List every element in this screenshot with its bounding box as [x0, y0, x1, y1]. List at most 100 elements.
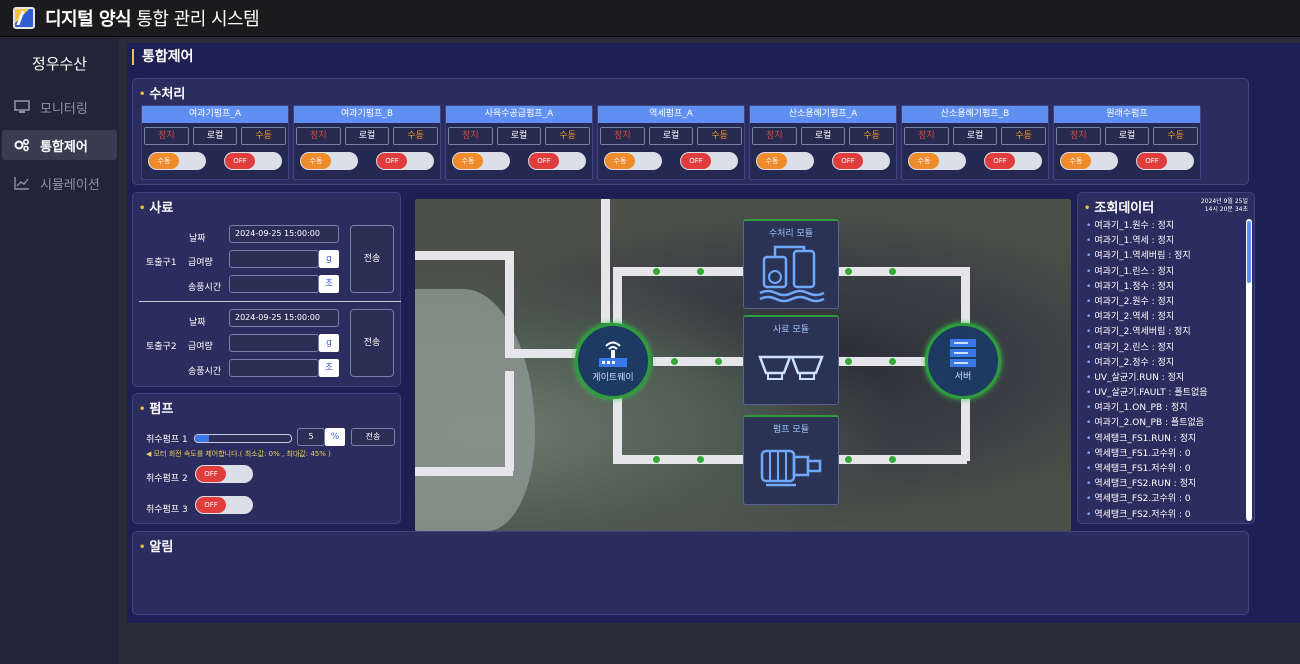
manual-toggle[interactable]: 수동 — [452, 152, 510, 170]
query-data-panel: 조회데이터 2024년 9월 25일 14시 20분 34초 여과기_1.원수 … — [1077, 192, 1255, 524]
flow-dot — [715, 358, 722, 365]
manual-button[interactable]: 수동 — [1001, 127, 1047, 145]
server-node[interactable]: 서버 — [925, 323, 1001, 399]
outlet2-time-field[interactable] — [229, 359, 319, 377]
manual-toggle[interactable]: 수동 — [604, 152, 662, 170]
gateway-node[interactable]: 게이트웨이 — [575, 323, 651, 399]
flow-dot — [889, 456, 896, 463]
manual-button[interactable]: 수동 — [697, 127, 743, 145]
local-button[interactable]: 로컬 — [648, 127, 694, 145]
sidebar-item-integrated-control[interactable]: 통합제어 — [2, 130, 117, 160]
stop-button[interactable]: 정지 — [1056, 127, 1101, 145]
power-toggle[interactable]: OFF — [528, 152, 586, 170]
query-data-item: 여과기_1.역세 : 정지 — [1086, 234, 1252, 249]
pump-module[interactable]: 펌프 모듈 — [743, 415, 839, 505]
pump-name: 산소용해기펌프_B — [902, 106, 1048, 123]
amount-label: 급여량 — [188, 342, 213, 352]
stop-button[interactable]: 정지 — [904, 127, 949, 145]
query-data-item: 여과기_1.정수 : 정지 — [1086, 280, 1252, 295]
scrollbar-thumb[interactable] — [1247, 221, 1251, 283]
sidebar-item-simulation[interactable]: 시뮬레이션 — [2, 168, 117, 198]
local-button[interactable]: 로컬 — [1104, 127, 1150, 145]
manual-button[interactable]: 수동 — [241, 127, 287, 145]
query-data-item: 역세탱크_FS1.RUN : 정지 — [1086, 432, 1252, 447]
pump-toggles: 수동 OFF — [294, 149, 440, 170]
manual-toggle[interactable]: 수동 — [908, 152, 966, 170]
query-data-item: 여과기_1.린스 : 정지 — [1086, 265, 1252, 280]
gears-icon — [14, 138, 30, 152]
manual-toggle[interactable]: 수동 — [148, 152, 206, 170]
toggle-knob: OFF — [833, 153, 863, 169]
stop-button[interactable]: 정지 — [752, 127, 797, 145]
sidebar: 정우수산 모니터링 통합제어 시뮬레이션 — [0, 37, 119, 664]
outlet2-send-button[interactable]: 전송 — [350, 309, 394, 377]
alarm-title: 알림 — [139, 536, 173, 555]
stop-button[interactable]: 정지 — [448, 127, 493, 145]
intake-pump-3-label: 취수펌프 3 — [146, 505, 188, 515]
feed-module[interactable]: 사료 모듈 — [743, 315, 839, 405]
power-toggle[interactable]: OFF — [984, 152, 1042, 170]
local-button[interactable]: 로컬 — [192, 127, 238, 145]
stop-button[interactable]: 정지 — [600, 127, 645, 145]
toggle-knob: OFF — [1137, 153, 1167, 169]
sidebar-item-monitoring[interactable]: 모니터링 — [2, 92, 117, 122]
outlet2-amount-field[interactable] — [229, 334, 319, 352]
local-button[interactable]: 로컬 — [344, 127, 390, 145]
toggle-knob: OFF — [681, 153, 711, 169]
toggle-knob: OFF — [529, 153, 559, 169]
intake-pump-1-label: 취수펌프 1 — [146, 435, 188, 445]
time-label: 송풍시간 — [188, 367, 222, 377]
power-toggle[interactable]: OFF — [832, 152, 890, 170]
power-toggle[interactable]: OFF — [680, 152, 738, 170]
sidebar-item-label: 시뮬레이션 — [40, 177, 100, 193]
water-module-label: 수처리 모듈 — [768, 229, 814, 239]
outlet1-time-field[interactable] — [229, 275, 319, 293]
outlet1-date-field[interactable]: 2024-09-25 15:00:00 — [229, 225, 339, 243]
stop-button[interactable]: 정지 — [144, 127, 189, 145]
pump-toggles: 수동 OFF — [446, 149, 592, 170]
query-data-item: 역세탱크_FS2.고수위 : 0 — [1086, 492, 1252, 507]
manual-toggle[interactable]: 수동 — [756, 152, 814, 170]
intake-pump-1-send-button[interactable]: 전송 — [351, 428, 395, 446]
toggle-knob: OFF — [196, 497, 226, 513]
pipe — [961, 391, 970, 461]
stop-button[interactable]: 정지 — [296, 127, 341, 145]
app-logo-icon — [13, 7, 35, 29]
power-toggle[interactable]: OFF — [224, 152, 282, 170]
intake-pump-3-toggle[interactable]: OFF — [195, 496, 253, 514]
intake-pump-1-value[interactable]: 5 — [297, 428, 325, 446]
intake-pump-2-toggle[interactable]: OFF — [195, 465, 253, 483]
time-label: 송풍시간 — [188, 283, 222, 293]
outlet1-amount-field[interactable] — [229, 250, 319, 268]
local-button[interactable]: 로컬 — [800, 127, 846, 145]
outlet1-send-button[interactable]: 전송 — [350, 225, 394, 293]
outlet2-date-field[interactable]: 2024-09-25 15:00:00 — [229, 309, 339, 327]
toggle-knob: OFF — [377, 153, 407, 169]
pipe — [961, 267, 970, 327]
gateway-label: 게이트웨이 — [592, 373, 634, 383]
water-area — [415, 289, 535, 531]
motor-pump-icon — [760, 449, 822, 487]
manual-button[interactable]: 수동 — [1153, 127, 1199, 145]
local-button[interactable]: 로컬 — [496, 127, 542, 145]
amount-label: 급여량 — [188, 258, 213, 268]
pump-name: 산소용해기펌프_A — [750, 106, 896, 123]
manual-button[interactable]: 수동 — [393, 127, 439, 145]
manual-button[interactable]: 수동 — [545, 127, 591, 145]
scrollbar[interactable] — [1246, 219, 1252, 521]
manual-toggle[interactable]: 수동 — [300, 152, 358, 170]
toggle-knob: 수동 — [453, 153, 483, 169]
local-button[interactable]: 로컬 — [952, 127, 998, 145]
power-toggle[interactable]: OFF — [376, 152, 434, 170]
flow-dot — [697, 268, 704, 275]
flow-dot — [845, 358, 852, 365]
power-toggle[interactable]: OFF — [1136, 152, 1194, 170]
water-treatment-module[interactable]: 수처리 모듈 — [743, 219, 839, 309]
manual-button[interactable]: 수동 — [849, 127, 895, 145]
manual-toggle[interactable]: 수동 — [1060, 152, 1118, 170]
